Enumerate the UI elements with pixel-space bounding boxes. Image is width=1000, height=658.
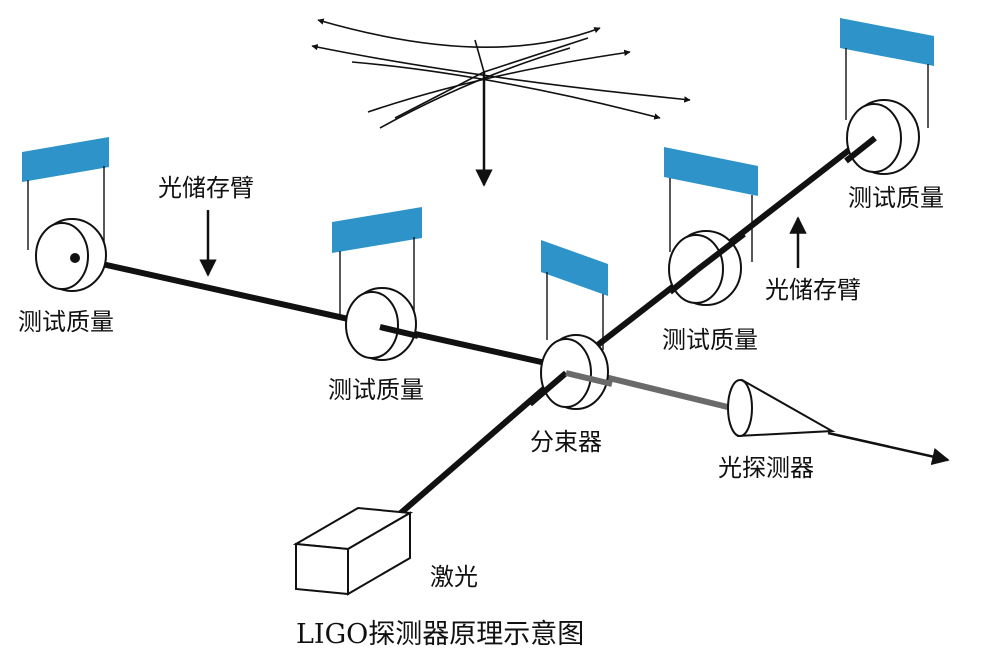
mirror-mount <box>664 147 758 196</box>
gravitational-wave-icon <box>311 18 691 187</box>
test-mass-near-right <box>664 147 758 306</box>
mirror-mount <box>22 137 109 182</box>
label-test-mass-far-left: 测试质量 <box>18 308 114 336</box>
mirror-mount <box>541 240 608 296</box>
laser-box-icon <box>292 506 414 596</box>
label-test-mass-far-right: 测试质量 <box>848 184 944 212</box>
photodetector-cone-icon <box>727 378 836 438</box>
label-storage-arm-left: 光储存臂 <box>158 174 254 202</box>
label-storage-arm-right: 光储存臂 <box>765 276 861 304</box>
diagram-caption: LIGO探测器原理示意图 <box>296 619 584 650</box>
test-mass-near-left <box>332 207 422 361</box>
mirror-mount <box>840 18 934 66</box>
test-mass-far-right <box>840 18 934 175</box>
label-test-mass-near-left: 测试质量 <box>328 376 424 404</box>
left-arm-beam <box>74 255 569 371</box>
test-mass-far-left <box>22 137 109 292</box>
label-beam-splitter: 分束器 <box>530 428 602 456</box>
label-test-mass-near-right: 测试质量 <box>662 326 758 354</box>
label-laser: 激光 <box>430 563 478 591</box>
detector-output-arrow <box>827 431 950 466</box>
label-photodetector: 光探测器 <box>718 454 814 482</box>
mirror-mount <box>332 207 422 253</box>
beam-splitter-icon <box>528 240 613 410</box>
